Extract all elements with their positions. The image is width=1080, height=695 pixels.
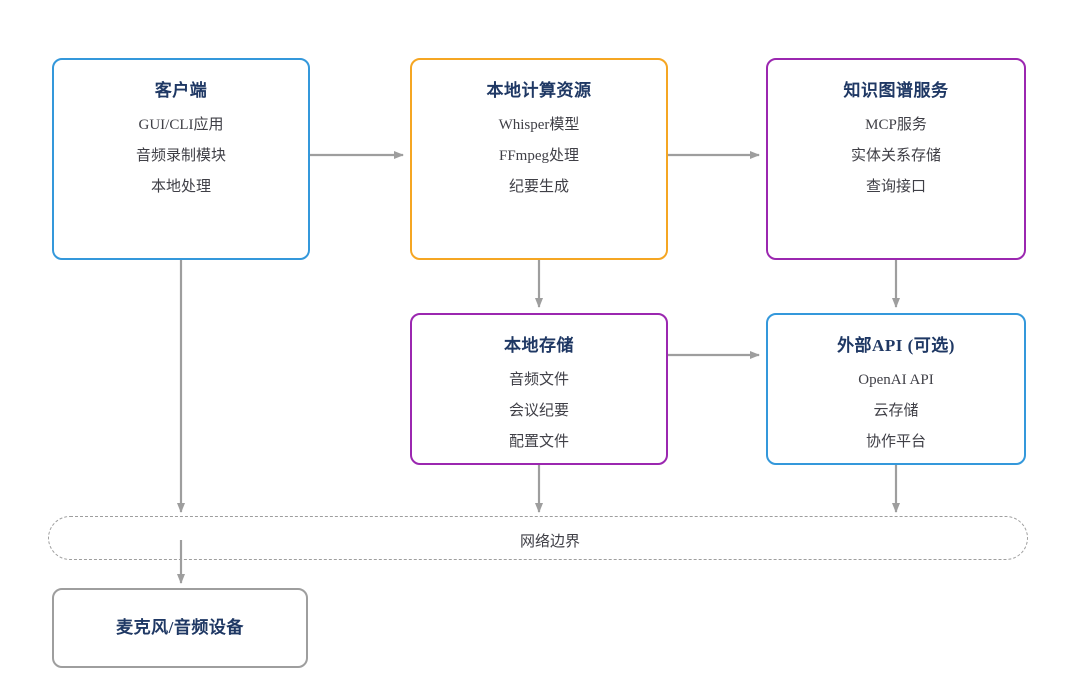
network-boundary-zone [48,516,1028,560]
node-client[interactable]: 客户端 GUI/CLI应用 音频录制模块 本地处理 [52,58,310,260]
node-knowledge-graph-title: 知识图谱服务 [843,81,949,100]
node-local-storage-item-2: 会议纪要 [508,402,569,419]
node-local-compute-title: 本地计算资源 [486,81,592,100]
node-local-compute-item-3: 纪要生成 [508,179,569,196]
node-client-item-2: 音频录制模块 [135,147,226,164]
network-boundary-label: 网络边界 [519,534,580,550]
node-local-storage-item-1: 音频文件 [508,371,569,388]
node-microphone-device-title: 麦克风/音频设备 [116,617,244,637]
node-knowledge-graph-item-1: MCP服务 [865,116,927,133]
node-external-api-item-3: 协作平台 [865,434,926,451]
node-local-storage-item-3: 配置文件 [508,434,569,451]
node-knowledge-graph[interactable]: 知识图谱服务 MCP服务 实体关系存储 查询接口 [766,58,1026,260]
node-client-item-1: GUI/CLI应用 [138,116,224,133]
node-knowledge-graph-item-2: 实体关系存储 [850,147,941,164]
node-local-storage[interactable]: 本地存储 音频文件 会议纪要 配置文件 [410,313,668,465]
node-client-title: 客户端 [154,81,208,100]
node-external-api-item-1: OpenAI API [858,371,934,388]
node-local-compute[interactable]: 本地计算资源 Whisper模型 FFmpeg处理 纪要生成 [410,58,668,260]
node-local-storage-title: 本地存储 [504,336,574,355]
node-client-item-3: 本地处理 [150,179,211,196]
node-local-compute-item-2: FFmpeg处理 [498,147,579,164]
node-knowledge-graph-item-3: 查询接口 [865,179,926,196]
node-external-api[interactable]: 外部API (可选) OpenAI API 云存储 协作平台 [766,313,1026,465]
node-local-compute-item-1: Whisper模型 [498,116,580,133]
node-external-api-item-2: 云存储 [873,402,919,419]
node-external-api-title: 外部API (可选) [837,336,955,355]
node-microphone-device[interactable]: 麦克风/音频设备 [52,588,308,668]
